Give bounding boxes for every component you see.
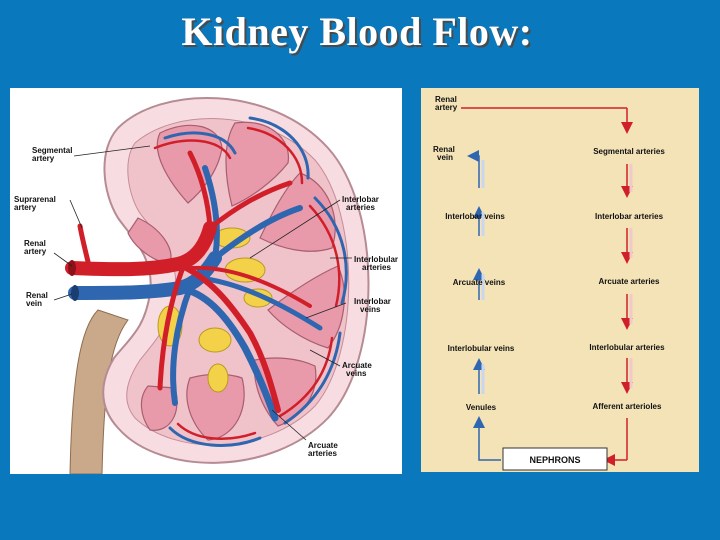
renal-artery-cut-end [68,260,76,276]
leader-lines [53,145,352,441]
nephrons-box [502,447,608,471]
flow-interlobar-veins: Interlobar veins [445,212,505,221]
slide-title: Kidney Blood Flow: [0,8,720,55]
nephrons-label: NEPHRONS [529,455,580,465]
flow-arcuate-arteries: Arcuate arteries [599,277,660,286]
flow-interlobar-arteries: Interlobar arteries [595,212,664,221]
renal-vein-cut-end [71,285,79,301]
arterial-flow-arrows [461,107,633,466]
flow-venules: Venules [466,403,497,412]
slide-title-text: Kidney Blood Flow: [181,9,533,54]
suprarenal-artery-branch [77,223,93,273]
flow-afferent-arterioles: Afferent arterioles [593,402,662,411]
flow-arcuate-veins: Arcuate veins [453,278,506,287]
flow-interlobular-veins: Interlobular veins [448,344,515,353]
venous-flow-arrows [467,150,501,461]
flow-segmental-arteries: Segmental arteries [593,147,665,156]
artery-network [65,126,341,441]
flow-interlobular-arteries: Interlobular arteries [589,343,665,352]
